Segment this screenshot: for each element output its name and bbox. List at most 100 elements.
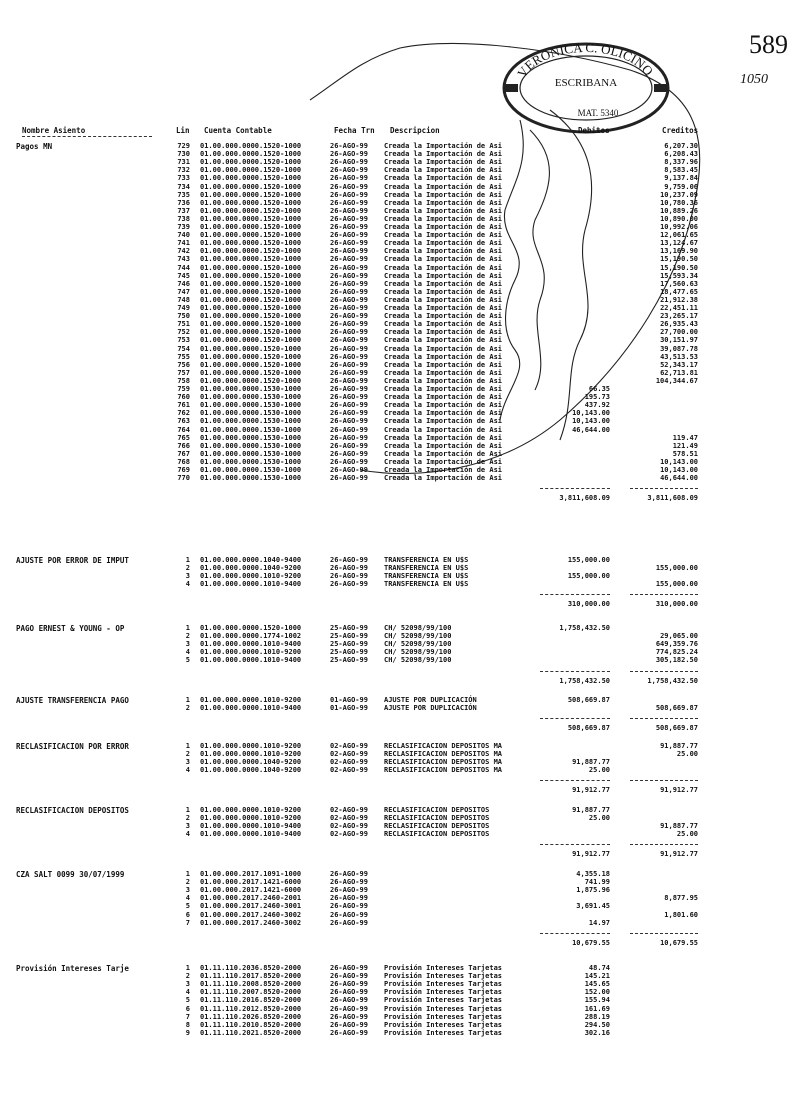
row-account: 01.00.000.0000.1530-1000 bbox=[200, 393, 302, 402]
row-description: CH/ 52098/99/100 bbox=[384, 648, 452, 657]
row-lin: 751 bbox=[177, 320, 190, 329]
row-account: 01.00.000.0000.1520-1000 bbox=[200, 166, 302, 175]
row-lin: 2 bbox=[185, 564, 190, 573]
row-date: 26-AGO-99 bbox=[330, 425, 368, 434]
row-description: RECLASIFICACION DEPOSITOS bbox=[384, 814, 490, 823]
row-date: 26-AGO-99 bbox=[330, 158, 368, 167]
row-description: Creada la Importación de Asi bbox=[384, 352, 503, 361]
row-description: AJUSTE POR DUPLICACIÓN bbox=[384, 704, 477, 713]
row-credit: 8,337.96 bbox=[664, 158, 698, 167]
row-account: 01.00.000.0000.1520-1000 bbox=[200, 231, 302, 240]
row-date: 26-AGO-99 bbox=[330, 466, 368, 474]
row-lin: 742 bbox=[177, 247, 190, 256]
row-lin: 765 bbox=[177, 433, 190, 442]
row-debit: 25.00 bbox=[588, 814, 610, 823]
row-lin: 770 bbox=[177, 474, 190, 483]
row-date: 26-AGO-99 bbox=[330, 886, 368, 895]
row-debit: 288.19 bbox=[584, 1012, 610, 1021]
row-description: Provisión Intereses Tarjetas bbox=[384, 1004, 503, 1013]
row-account: 01.00.000.0000.1530-1000 bbox=[200, 433, 302, 442]
row-description: Creada la Importación de Asi bbox=[384, 214, 503, 223]
row-date: 26-AGO-99 bbox=[330, 474, 368, 483]
row-account: 01.00.000.0000.1530-1000 bbox=[200, 441, 302, 450]
row-lin: 4 bbox=[185, 648, 190, 657]
row-date: 25-AGO-99 bbox=[330, 624, 368, 632]
row-account: 01.00.000.0000.1010-9400 bbox=[200, 830, 302, 839]
row-debit: 10,143.00 bbox=[572, 417, 610, 426]
row-lin: 750 bbox=[177, 312, 190, 321]
row-credit: 1,801.60 bbox=[664, 910, 698, 919]
row-date: 26-AGO-99 bbox=[330, 223, 368, 231]
row-lin: 753 bbox=[177, 336, 190, 345]
row-account: 01.00.000.0000.1010-9200 bbox=[200, 750, 302, 759]
row-lin: 6 bbox=[185, 1004, 190, 1013]
row-account: 01.00.000.2017.2460-3002 bbox=[200, 918, 302, 927]
row-debit: 161.69 bbox=[584, 1004, 610, 1013]
row-credit: 10,780.36 bbox=[660, 198, 698, 207]
row-account: 01.00.000.0000.1520-1000 bbox=[200, 368, 302, 377]
row-description: Creada la Importación de Asi bbox=[384, 304, 503, 312]
row-account: 01.00.000.2017.2460-3002 bbox=[200, 910, 302, 919]
row-lin: 743 bbox=[177, 255, 190, 264]
row-debit: 437.92 bbox=[584, 401, 610, 410]
row-description: Creada la Importación de Asi bbox=[384, 271, 503, 280]
row-credit: 6,208.43 bbox=[664, 150, 698, 159]
row-account: 01.00.000.0000.1010-9200 bbox=[200, 648, 302, 657]
row-lin: 738 bbox=[177, 214, 190, 223]
row-lin: 729 bbox=[177, 142, 190, 150]
row-description: Creada la Importación de Asi bbox=[384, 433, 503, 442]
row-description: Provisión Intereses Tarjetas bbox=[384, 1020, 503, 1029]
row-description: Creada la Importación de Asi bbox=[384, 247, 503, 256]
row-lin: 746 bbox=[177, 279, 190, 288]
row-date: 26-AGO-99 bbox=[330, 247, 368, 256]
row-lin: 3 bbox=[185, 822, 190, 831]
row-account: 01.00.000.0000.1010-9200 bbox=[200, 742, 302, 750]
row-lin: 760 bbox=[177, 393, 190, 402]
row-date: 02-AGO-99 bbox=[330, 742, 368, 750]
row-credit: 17,560.63 bbox=[660, 279, 698, 288]
row-lin: 755 bbox=[177, 352, 190, 361]
row-account: 01.00.000.0000.1520-1000 bbox=[200, 344, 302, 353]
row-lin: 2 bbox=[185, 972, 190, 981]
row-date: 26-AGO-99 bbox=[330, 1012, 368, 1021]
row-description: RECLASIFICACION DEPOSITOS bbox=[384, 822, 490, 831]
row-lin: 766 bbox=[177, 441, 190, 450]
row-account: 01.00.000.0000.1530-1000 bbox=[200, 474, 302, 483]
row-description: RECLASIFICACION DEPOSITOS MA bbox=[384, 766, 503, 775]
row-date: 26-AGO-99 bbox=[330, 352, 368, 361]
total-debit: 91,912.77 bbox=[572, 786, 610, 795]
row-description: Creada la Importación de Asi bbox=[384, 441, 503, 450]
row-date: 26-AGO-99 bbox=[330, 409, 368, 418]
row-description: Provisión Intereses Tarjetas bbox=[384, 988, 503, 997]
row-account: 01.11.110.2021.8520-2000 bbox=[200, 1028, 302, 1037]
header-lin: Lin bbox=[176, 126, 190, 135]
row-description: Creada la Importación de Asi bbox=[384, 401, 503, 410]
row-lin: 1 bbox=[185, 696, 190, 704]
row-description: Creada la Importación de Asi bbox=[384, 166, 503, 175]
row-credit: 10,889.26 bbox=[660, 206, 698, 215]
row-date: 25-AGO-99 bbox=[330, 648, 368, 657]
row-description: CH/ 52098/99/100 bbox=[384, 632, 452, 641]
row-debit: 3,691.45 bbox=[576, 902, 610, 911]
row-debit: 91,887.77 bbox=[572, 806, 610, 814]
row-lin: 745 bbox=[177, 271, 190, 280]
row-description: Creada la Importación de Asi bbox=[384, 376, 503, 385]
entry-name: RECLASIFICACION DEPOSITOS bbox=[16, 806, 129, 815]
row-date: 26-AGO-99 bbox=[330, 279, 368, 288]
